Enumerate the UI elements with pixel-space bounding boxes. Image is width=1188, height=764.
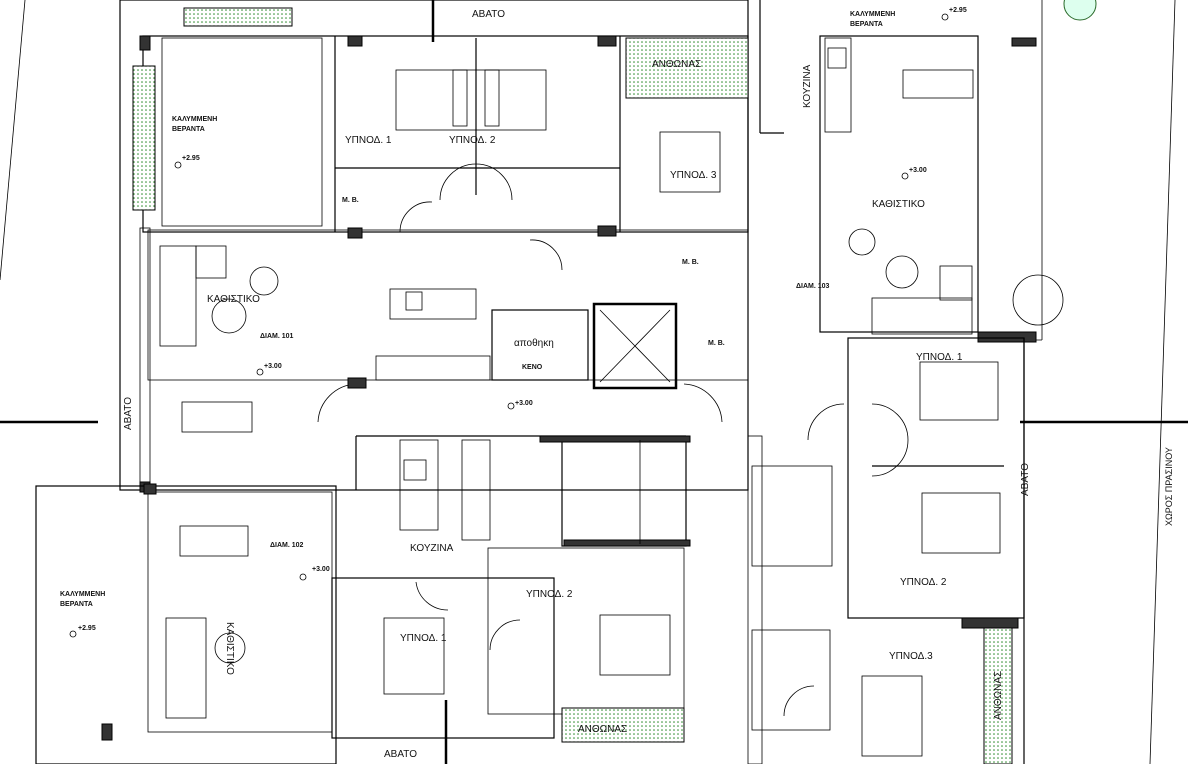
- planter-label: ΑΝΘΩΝΑΣ: [652, 59, 701, 70]
- abato-bottom-label: ΑΒΑΤΟ: [384, 749, 417, 760]
- dining-table: [179, 525, 249, 557]
- veranda-label: ΒΕΡΑΝΤΑ: [60, 601, 93, 608]
- planter-label: ΑΝΘΩΝΑΣ: [993, 671, 1004, 720]
- sofa-icon: [165, 617, 207, 719]
- planter: [561, 707, 685, 743]
- apartment-103-bedrooms: [747, 337, 1025, 764]
- kitchen-counter: [824, 37, 852, 133]
- living-room-label: ΚΑΘΙΣΤΙΚΟ: [207, 294, 260, 305]
- apartment-103: [759, 0, 1097, 343]
- kitchen-label: ΚΟΥΖΙΝΑ: [802, 64, 813, 108]
- coffee-table: [885, 255, 919, 289]
- kitchen-label: ΚΟΥΖΙΝΑ: [410, 543, 454, 554]
- bed-icon: [395, 69, 547, 131]
- apartment-101: [119, 0, 749, 493]
- veranda-label: ΒΕΡΑΝΤΑ: [850, 21, 883, 28]
- bedroom-label: ΥΠΝΟΔ. 3: [670, 170, 717, 181]
- level-markers: [69, 13, 949, 638]
- planter: [625, 37, 749, 99]
- apartment-label: ΔΙΑΜ. 101: [260, 333, 294, 340]
- veranda-label: ΚΑΛΥΜΜΕΝΗ: [850, 11, 895, 18]
- armchair-icon: [848, 228, 876, 256]
- bedroom-label: ΥΠΝΟΔ. 1: [916, 352, 963, 363]
- hob-icon: [403, 459, 427, 481]
- kitchen-counter: [375, 355, 491, 381]
- bed-icon: [659, 131, 721, 193]
- bedroom-label: ΥΠΝΟΔ. 2: [900, 577, 947, 588]
- level-label: +3.00: [909, 167, 927, 174]
- bed-icon: [861, 675, 923, 757]
- level-label: +2.95: [78, 625, 96, 632]
- coffee-table: [211, 298, 247, 334]
- abato-top-label: ΑΒΑΤΟ: [472, 9, 505, 20]
- planter-label: ΑΝΘΩΝΑΣ: [578, 724, 627, 735]
- spiral-stair-icon: [1012, 274, 1064, 326]
- bedroom-label: ΥΠΝΟΔ.3: [889, 651, 933, 662]
- bedroom-label: ΥΠΝΟΔ. 2: [449, 135, 496, 146]
- veranda-label: ΚΑΛΥΜΜΕΝΗ: [172, 116, 217, 123]
- bed-icon: [599, 614, 671, 676]
- level-label: +2.95: [182, 155, 200, 162]
- level-label: +3.00: [515, 400, 533, 407]
- room-labels: ΑΒΑΤΟ ΑΒΑΤΟ ΑΒΑΤΟ ΑΒΑΤΟ ΧΩΡΟΣ ΠΡΑΣΙΝΟΥ +…: [60, 7, 1174, 760]
- level-label: +2.95: [949, 7, 967, 14]
- elevator-shaft: [592, 302, 678, 390]
- bathroom-label: Μ. Β.: [342, 197, 359, 204]
- bedroom-label: ΥΠΝΟΔ. 1: [345, 135, 392, 146]
- veranda-label: ΚΑΛΥΜΜΕΝΗ: [60, 591, 105, 598]
- void-label: ΚΕΝΟ: [522, 364, 543, 371]
- bedroom-label: ΥΠΝΟΔ. 2: [526, 589, 573, 600]
- planter: [132, 65, 156, 211]
- sofa-icon: [159, 245, 197, 347]
- bedroom-label: ΥΠΝΟΔ. 1: [400, 633, 447, 644]
- living-room-label: ΚΑΘΙΣΤΙΚΟ: [224, 622, 235, 675]
- armchair-icon: [249, 266, 279, 296]
- planter: [183, 7, 293, 27]
- tree-icon: [1063, 0, 1097, 21]
- apartment-label: ΔΙΑΜ. 102: [270, 542, 304, 549]
- level-label: +3.00: [264, 363, 282, 370]
- kitchen-island: [399, 439, 439, 531]
- storage-label: αποθηκη: [514, 338, 554, 349]
- kitchen-island: [389, 288, 477, 320]
- bed-icon: [919, 361, 999, 421]
- green-space-label: ΧΩΡΟΣ ΠΡΑΣΙΝΟΥ: [1164, 447, 1174, 526]
- bed-icon: [383, 617, 445, 695]
- bathroom-label: Μ. Β.: [708, 340, 725, 347]
- storage-room: [491, 309, 589, 381]
- sofa-icon: [871, 297, 973, 335]
- dining-table: [181, 401, 253, 433]
- apartment-label: ΔΙΑΜ. 103: [796, 283, 830, 290]
- bathroom-label: Μ. Β.: [682, 259, 699, 266]
- apartment-102: [35, 435, 686, 764]
- abato-right-label: ΑΒΑΤΟ: [1020, 463, 1031, 496]
- coffee-table: [214, 632, 246, 664]
- hob-icon: [405, 291, 423, 311]
- living-room-label: ΚΑΘΙΣΤΙΚΟ: [872, 199, 925, 210]
- staircase: [539, 435, 691, 547]
- kitchen-counter: [461, 439, 491, 541]
- planter: [983, 627, 1013, 764]
- level-label: +3.00: [312, 566, 330, 573]
- veranda-label: ΒΕΡΑΝΤΑ: [172, 126, 205, 133]
- bed-icon: [921, 492, 1001, 554]
- dining-table: [902, 69, 974, 99]
- abato-left-label: ΑΒΑΤΟ: [123, 397, 134, 430]
- hob-icon: [827, 47, 847, 69]
